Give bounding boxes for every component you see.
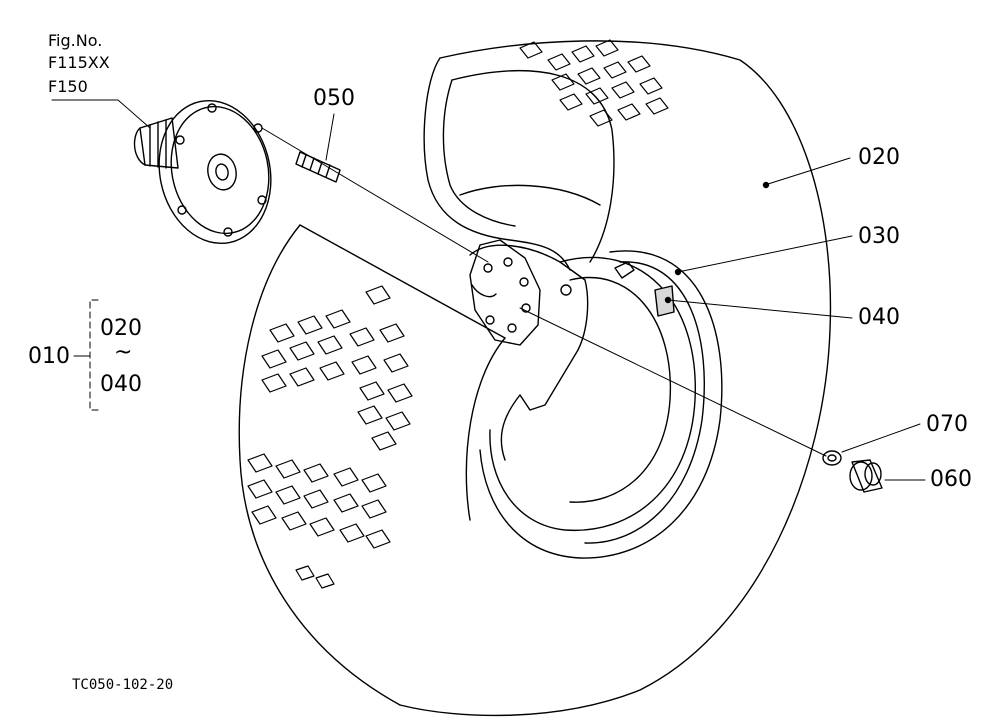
tire-top-inner-curve — [459, 184, 601, 206]
tire-outer-right-edge — [399, 40, 832, 717]
tire-front-top-edge — [299, 224, 506, 339]
flange-outer — [158, 99, 272, 245]
leader-050 — [325, 113, 335, 161]
tread-lugs-front — [247, 285, 413, 589]
part-label-030: 030 — [858, 224, 900, 249]
leader-dot-040 — [664, 296, 672, 304]
wheel-rim-drawing — [469, 239, 696, 532]
part-label-070: 070 — [926, 412, 968, 437]
leader-dot-030 — [674, 268, 682, 276]
part-label-020: 020 — [858, 145, 900, 170]
fig-ref-line-3: F150 — [48, 77, 88, 96]
tire-sidewall-ring — [479, 250, 723, 559]
assembly-range-sep: ~ — [114, 340, 133, 365]
assembly-range-to: 040 — [100, 372, 142, 397]
rim-inner — [569, 276, 672, 503]
drawing-code: TC050-102-20 — [72, 677, 174, 693]
valve-stem — [614, 261, 635, 279]
bracket-010 — [89, 299, 99, 411]
part-label-060: 060 — [930, 467, 972, 492]
assembly-range-from: 020 — [100, 316, 142, 341]
fig-ref-line-2: F115XX — [48, 53, 110, 72]
tire-top-cut — [423, 57, 571, 271]
washer-drawing — [822, 450, 842, 466]
leader-030 — [677, 235, 853, 273]
part-label-010: 010 — [28, 344, 70, 369]
tire-top-cut-inner — [442, 79, 516, 227]
leader-020 — [767, 157, 851, 185]
flange-rim — [170, 105, 270, 235]
rim-mount-hole — [560, 284, 572, 296]
tread-lugs-top — [519, 39, 669, 127]
part-label-040: 040 — [858, 305, 900, 330]
axis-line-hub-nut — [519, 307, 827, 457]
nut-drawing — [849, 459, 883, 493]
part-label-050: 050 — [313, 86, 355, 111]
axle-shaft — [139, 117, 179, 169]
tire-front-left-edge — [238, 224, 401, 706]
leader-fig-ref — [51, 99, 151, 129]
leader-070 — [841, 423, 921, 453]
tire-top-inner-face — [451, 70, 615, 263]
tire-front-inner-edge — [465, 337, 506, 521]
stud-bolt-drawing — [295, 151, 341, 183]
leader-040 — [667, 299, 853, 319]
leader-dot-020 — [762, 181, 770, 189]
flange-center — [207, 153, 237, 191]
rim-hub-hole — [471, 284, 497, 298]
fig-ref-line-1: Fig.No. — [48, 31, 103, 50]
leader-lines — [51, 99, 926, 481]
tire-drawing — [238, 40, 832, 717]
tire-sidewall-ring-2 — [584, 261, 705, 544]
hub-flange-drawing — [133, 99, 272, 245]
rim-hub-plate — [469, 239, 541, 346]
axis-line-flange-stud — [261, 127, 489, 263]
rim-disc — [469, 244, 589, 461]
balance-weight — [654, 285, 675, 317]
rim-outer — [489, 256, 696, 532]
